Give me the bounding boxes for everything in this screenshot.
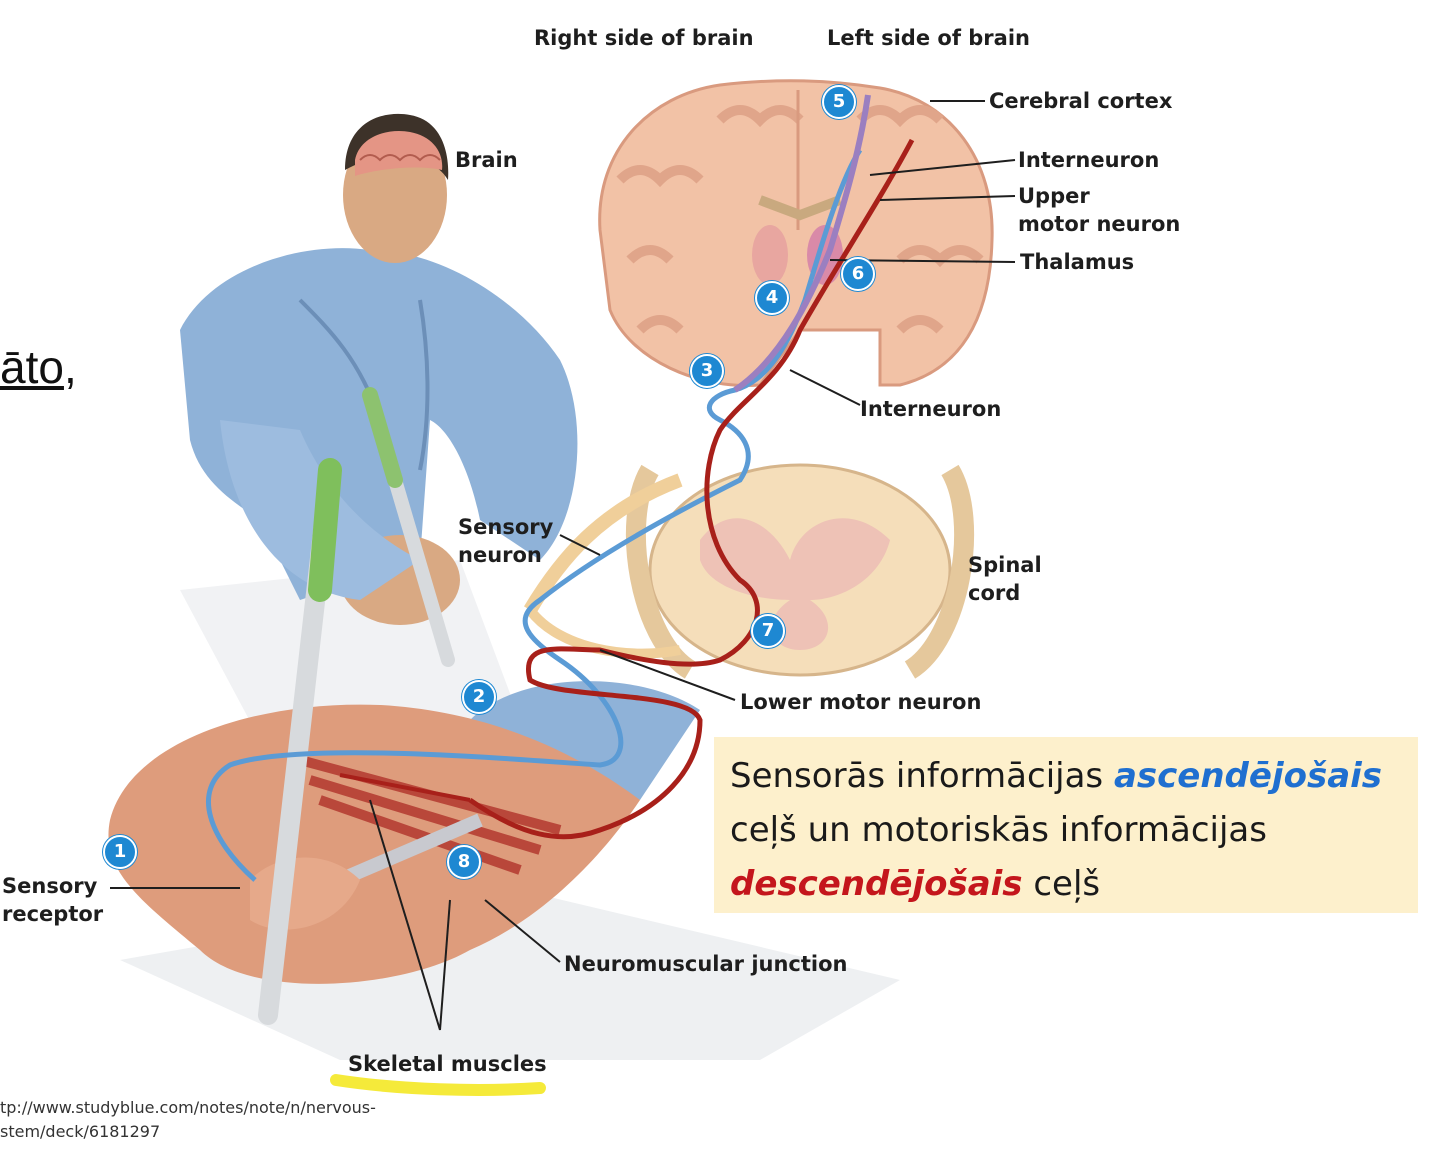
- label-spinal-cord-line1: Spinal: [968, 553, 1042, 577]
- brain-section: [598, 79, 994, 388]
- gray-matter: [700, 518, 890, 650]
- highlight-mark: [330, 1074, 546, 1096]
- callout-part1: Sensorās informācijas: [730, 756, 1114, 796]
- step-badge-8: 8: [447, 845, 481, 879]
- label-upper-motor-neuron-line1: Upper: [1018, 184, 1090, 208]
- slide-text-fragment-comma: ,: [63, 341, 77, 393]
- callout-descending-term: descendējošais: [730, 864, 1023, 904]
- slide-text-fragment-word: āto: [0, 341, 64, 393]
- brain-overlay: [355, 130, 443, 176]
- label-sensory-neuron: Sensory neuron: [458, 513, 553, 570]
- callout-ascending-term: ascendējošais: [1113, 756, 1383, 796]
- label-lower-motor-neuron: Lower motor neuron: [740, 690, 982, 714]
- callout-part3: ceļš: [1022, 864, 1101, 904]
- callout-part2: ceļš un motoriskās informācijas: [730, 810, 1267, 850]
- step-badge-1: 1: [103, 835, 137, 869]
- label-skeletal-muscles: Skeletal muscles: [348, 1052, 547, 1076]
- label-interneuron-top: Interneuron: [1018, 148, 1160, 172]
- label-thalamus: Thalamus: [1020, 250, 1135, 274]
- label-sensory-receptor: Sensory receptor: [2, 872, 103, 929]
- step-badge-6: 6: [841, 257, 875, 291]
- hand-skin: [108, 704, 640, 984]
- step-badge-2: 2: [462, 680, 496, 714]
- motor-pathway: [468, 138, 915, 840]
- step-badge-3: 3: [690, 354, 724, 388]
- label-spinal-cord-line2: cord: [968, 581, 1021, 606]
- label-sensory-receptor-line1: Sensory: [2, 874, 98, 898]
- label-sensory-neuron-line1: Sensory: [458, 515, 554, 539]
- source-line2: stem/deck/6181297: [0, 1122, 161, 1141]
- label-upper-motor-neuron: Upper motor neuron: [1018, 182, 1180, 239]
- interneuron-pathway: [733, 94, 871, 393]
- muscle-fibers: [298, 755, 562, 875]
- pointer-lines: [110, 100, 1016, 1031]
- hand: [108, 681, 700, 984]
- source-citation: tp://www.studyblue.com/notes/note/n/nerv…: [0, 1096, 376, 1144]
- spinal-cord-section: [523, 463, 975, 679]
- label-brain: Brain: [455, 148, 518, 172]
- step-badge-5: 5: [822, 85, 856, 119]
- header-right-side-of-brain: Right side of brain: [534, 26, 754, 50]
- callout-box: Sensorās informācijas ascendējošais ceļš…: [714, 737, 1418, 913]
- label-neuromuscular-junction: Neuromuscular junction: [564, 952, 848, 976]
- sensory-pathway: [205, 148, 863, 882]
- slide-text-fragment: āto,: [0, 340, 77, 394]
- label-spinal-cord: Spinal cord: [968, 551, 1042, 608]
- label-sensory-neuron-line2: neuron: [458, 543, 542, 568]
- header-left-side-of-brain: Left side of brain: [827, 26, 1030, 50]
- label-sensory-receptor-line2: receptor: [2, 902, 104, 927]
- thalamus-left: [752, 225, 788, 285]
- step-badge-4: 4: [755, 281, 789, 315]
- label-interneuron-bottom: Interneuron: [860, 397, 1002, 421]
- dorsal-root-ganglion: [523, 473, 683, 614]
- source-line1: tp://www.studyblue.com/notes/note/n/nerv…: [0, 1098, 376, 1117]
- label-upper-motor-neuron-line2: motor neuron: [1018, 212, 1181, 237]
- step-badge-7: 7: [751, 614, 785, 648]
- label-cerebral-cortex: Cerebral cortex: [989, 89, 1173, 113]
